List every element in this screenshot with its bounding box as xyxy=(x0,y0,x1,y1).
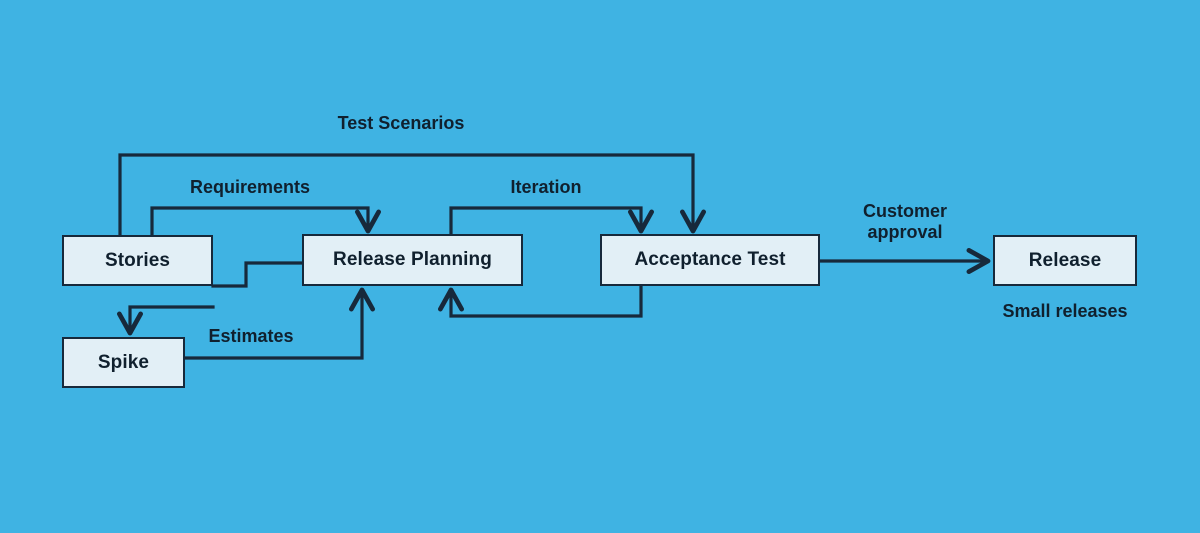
edge-stories-to-acceptance-test xyxy=(118,153,693,237)
edge-spike-to-release-planning xyxy=(183,291,362,360)
node-release-planning-label: Release Planning xyxy=(333,249,492,270)
node-stories[interactable]: Stories xyxy=(62,235,213,286)
edge-acceptance-test-to-release-planning xyxy=(451,284,643,318)
node-spike-label: Spike xyxy=(97,351,150,373)
node-stories-label: Stories xyxy=(104,249,171,271)
node-release[interactable]: Release xyxy=(993,235,1137,286)
edge-stories-to-spike xyxy=(130,305,215,332)
edge-label-customer-approval: Customer approval xyxy=(862,201,947,243)
note-small-releases: Small releases xyxy=(1002,301,1128,321)
node-release-planning[interactable]: Release Planning xyxy=(302,234,523,286)
node-spike[interactable]: Spike xyxy=(62,337,185,388)
edge-stories-to-release-planning-direct xyxy=(211,261,304,288)
node-release-label: Release xyxy=(1028,249,1102,271)
node-acceptance-test[interactable]: Acceptance Test xyxy=(600,234,820,286)
node-acceptance-test-label: Acceptance Test xyxy=(634,249,786,270)
edge-label-requirements: Requirements xyxy=(189,177,311,197)
edge-label-estimates: Estimates xyxy=(208,326,294,346)
edge-label-test-scenarios: Test Scenarios xyxy=(337,113,465,133)
edge-stories-to-release-planning-requirements xyxy=(150,206,368,237)
edge-release-planning-to-acceptance-test xyxy=(449,206,641,236)
edge-label-iteration: Iteration xyxy=(510,177,582,197)
